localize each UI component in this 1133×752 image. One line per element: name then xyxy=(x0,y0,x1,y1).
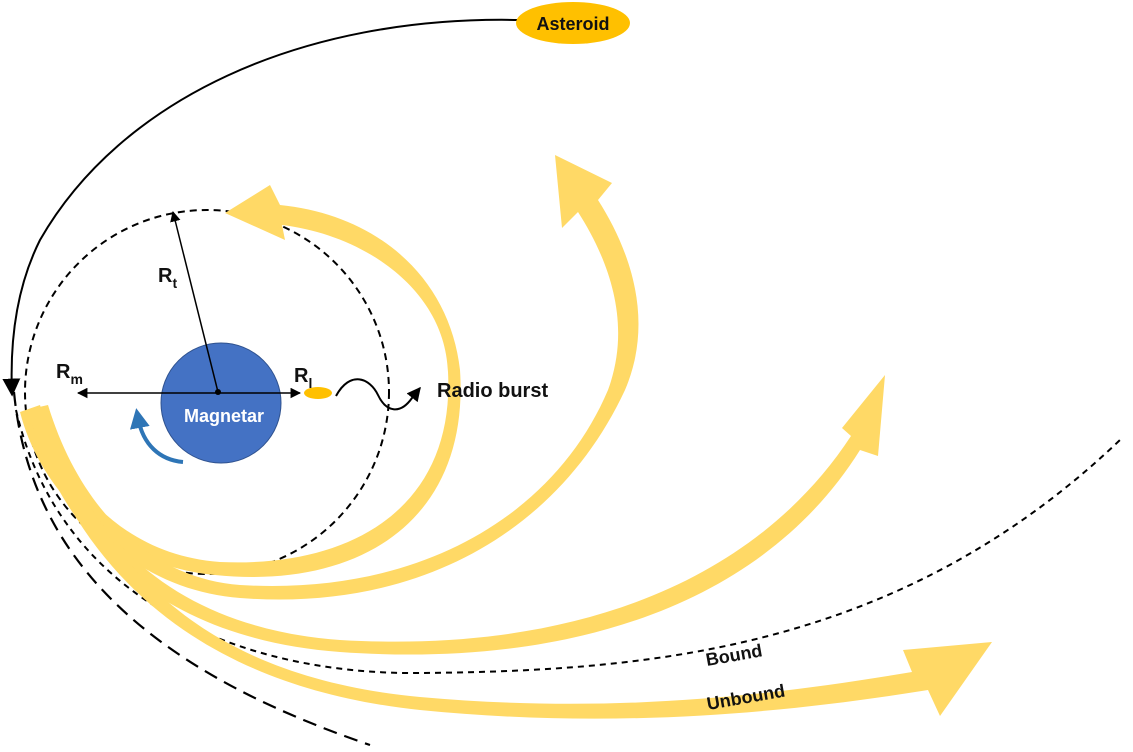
debris-stream-2 xyxy=(26,155,639,600)
magnetar-center-dot xyxy=(215,389,221,395)
tidal-radius-circle xyxy=(24,209,390,575)
rotation-arrow xyxy=(129,408,184,464)
rl-label: Rl xyxy=(294,365,312,391)
debris-streams xyxy=(20,155,992,719)
magnetar: Magnetar xyxy=(160,342,282,464)
radio-burst-wave xyxy=(335,378,421,411)
magnetar-label: Magnetar xyxy=(184,406,264,426)
bound-orbit-dashed xyxy=(15,409,1121,675)
debris-stream-4 xyxy=(30,418,992,719)
rt-radius-line xyxy=(170,210,219,393)
asteroid-label: Asteroid xyxy=(536,14,609,34)
rl-body xyxy=(304,387,332,399)
asteroid: Asteroid xyxy=(516,2,630,44)
rt-label: Rt xyxy=(158,265,177,291)
bound-label: Bound xyxy=(704,640,764,670)
asteroid-orbit xyxy=(2,18,521,397)
long-dashed-orbit xyxy=(12,391,371,747)
rm-label: Rm xyxy=(56,361,83,387)
radio-burst-label: Radio burst xyxy=(437,380,548,402)
